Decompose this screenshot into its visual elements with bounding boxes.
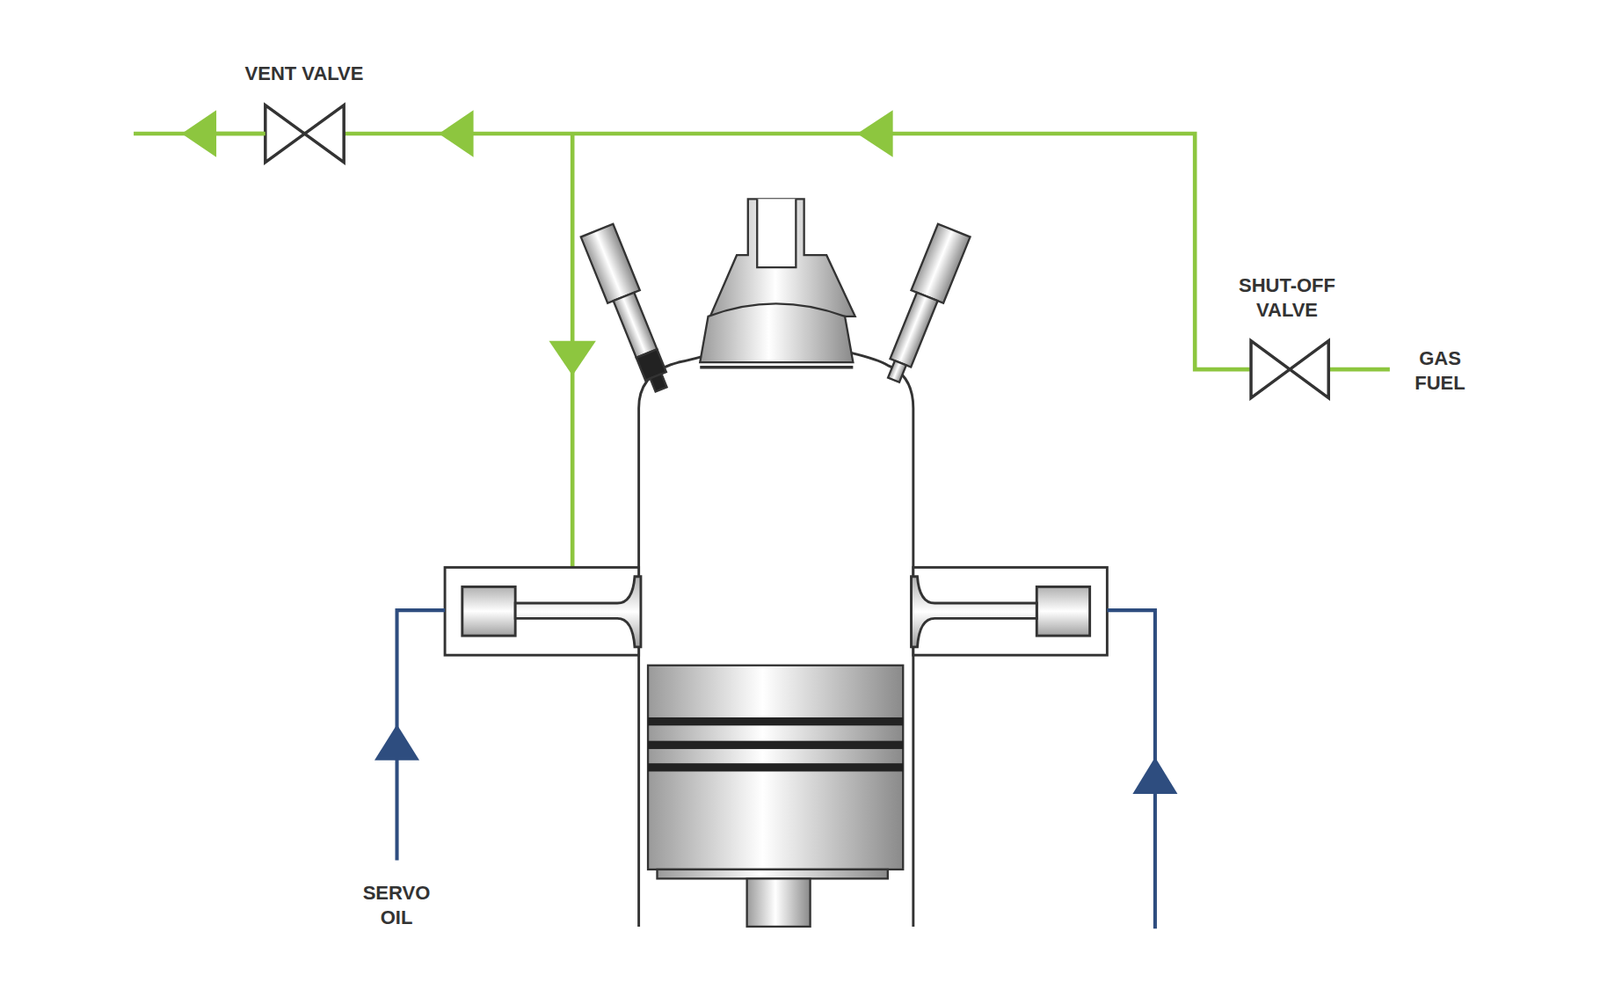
valve-label: SHUT-OFF VALVE <box>1229 273 1345 323</box>
valve-line <box>216 131 266 137</box>
supply-label: GAS FUEL <box>1404 346 1476 396</box>
gas-line <box>133 133 1390 568</box>
valve-symbol <box>265 105 1329 399</box>
flow-arrow <box>374 724 1178 794</box>
valve-label: VENT VALVE <box>225 61 384 87</box>
exhaust-valve <box>699 198 855 368</box>
piston <box>647 665 903 927</box>
flow-arrow <box>181 109 894 376</box>
servo-oil-line <box>397 610 1156 929</box>
pilot-injector <box>877 224 970 387</box>
cylinder <box>639 353 914 927</box>
fuel-injector <box>581 224 678 397</box>
supply-label: SERVO OIL <box>356 880 437 931</box>
gas-admission-valve <box>444 567 1107 655</box>
